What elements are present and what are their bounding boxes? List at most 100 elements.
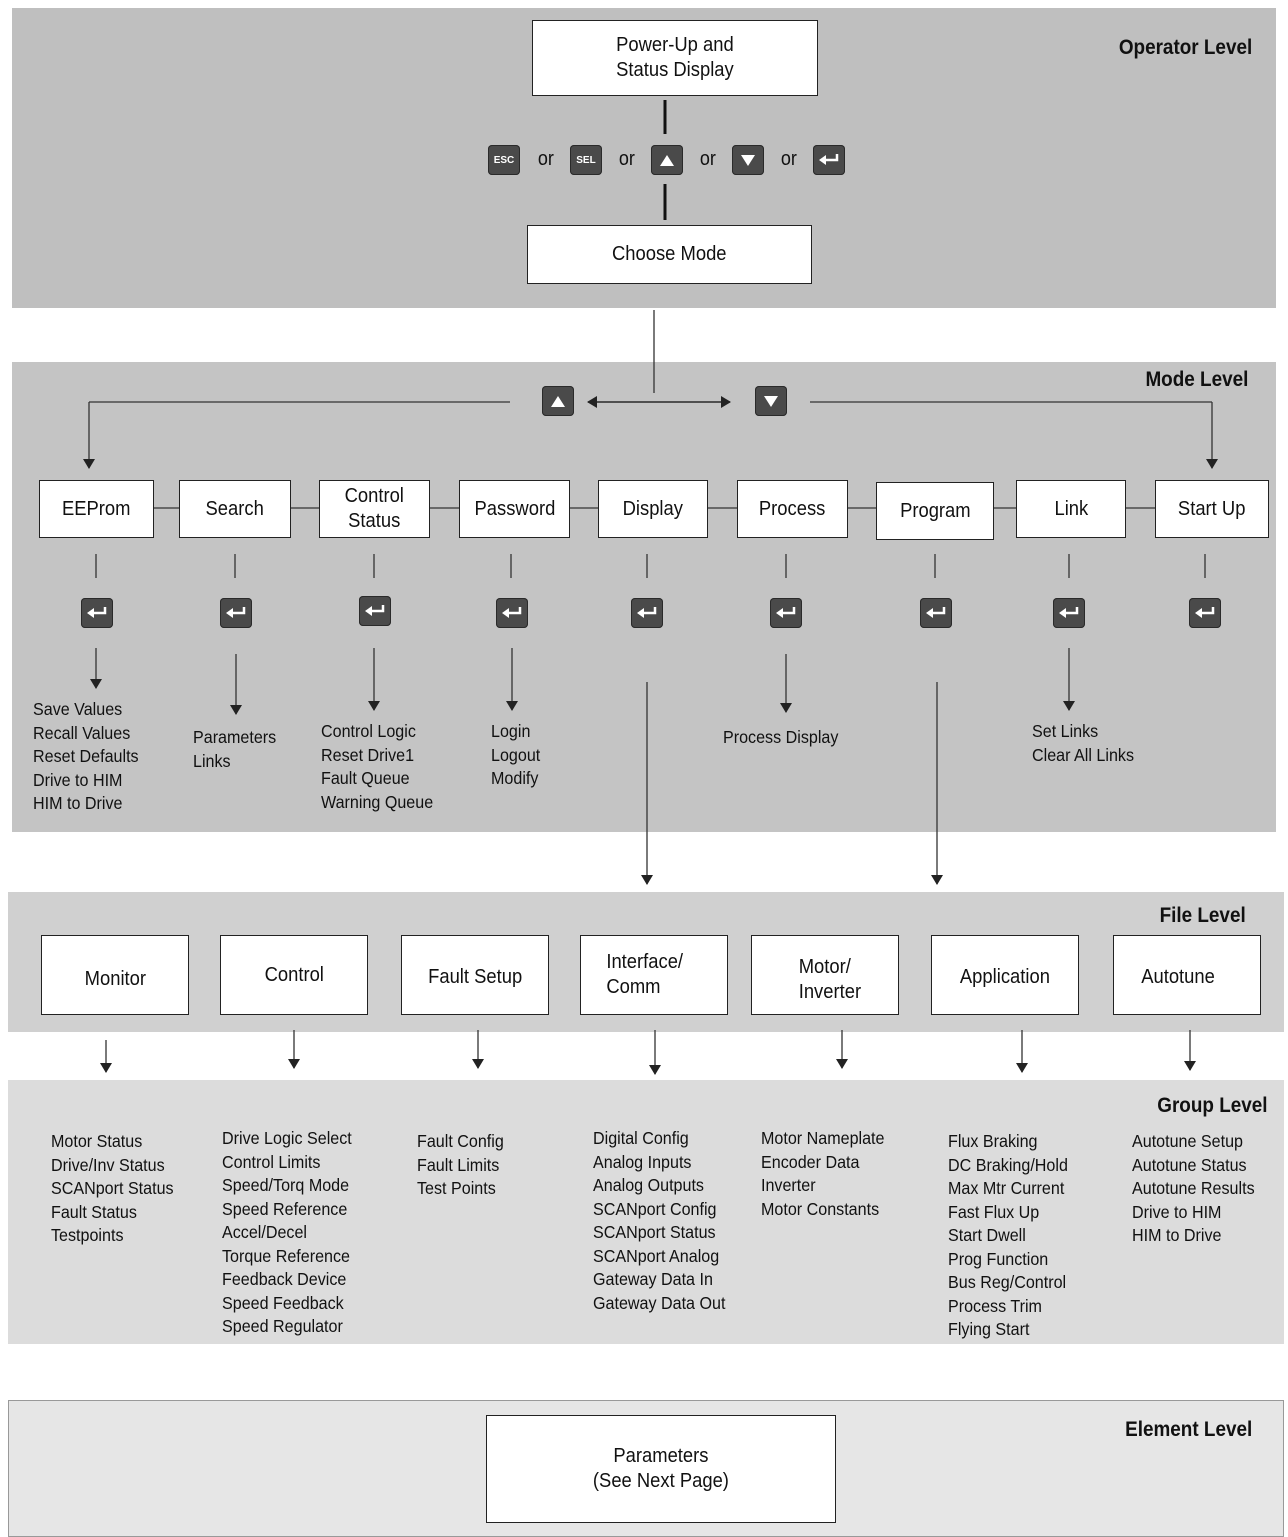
enter-key-start-up[interactable] [1189, 598, 1221, 628]
list-item: Flux Braking [948, 1131, 1038, 1151]
enter-icon [819, 154, 839, 165]
file-box-fault-setup: Fault Setup [401, 935, 549, 1015]
mode-down-arrow-key[interactable] [755, 386, 787, 416]
list-item: Reset Defaults [33, 746, 139, 766]
mode-box-link: Link [1016, 480, 1126, 538]
list-item: Max Mtr Current [948, 1178, 1065, 1198]
list-item: Parameters [193, 727, 277, 747]
file-box-autotune: Autotune [1113, 935, 1261, 1015]
file-label: Interface/ Comm [606, 951, 684, 998]
enter-key[interactable] [813, 145, 845, 175]
parameters-label: Parameters (See Next Page) [592, 1445, 730, 1492]
list-item: Fault Limits [417, 1154, 500, 1175]
enter-key-search[interactable] [220, 598, 252, 628]
down-arrow-icon [741, 154, 755, 166]
up-arrow-icon [551, 395, 565, 407]
list-item: Start Dwell [948, 1225, 1026, 1245]
power-up-status-display-box: Power-Up and Status Display [532, 20, 818, 96]
list-item: Login [491, 721, 531, 741]
mode-label: EEProm [62, 497, 131, 520]
or-label: or [537, 148, 554, 170]
process-items: Process Display [723, 726, 848, 750]
application-groups: Flux Braking DC Braking/Hold Max Mtr Cur… [948, 1130, 1078, 1342]
enter-key-control-status[interactable] [359, 596, 391, 626]
enter-key-display[interactable] [631, 598, 663, 628]
file-label: Autotune [1141, 965, 1215, 988]
mode-up-arrow-key[interactable] [542, 386, 574, 416]
list-item: Testpoints [51, 1225, 124, 1245]
list-item: Drive Logic Select [222, 1128, 352, 1148]
enter-icon [1059, 607, 1079, 618]
enter-icon [226, 607, 246, 618]
esc-key-label: ESC [493, 154, 515, 166]
monitor-groups: Motor Status Drive/Inv Status SCANport S… [51, 1130, 184, 1248]
list-item: SCANport Status [593, 1222, 716, 1242]
list-item: SCANport Analog [593, 1245, 720, 1266]
list-item: Analog Outputs [593, 1175, 704, 1195]
mode-level-band [12, 362, 1276, 832]
sel-key[interactable]: SEL [570, 145, 602, 175]
enter-icon [1195, 607, 1215, 618]
search-items: Parameters Links [193, 726, 283, 773]
esc-key[interactable]: ESC [488, 145, 520, 175]
list-item: Motor Nameplate [761, 1128, 885, 1148]
mode-box-search: Search [179, 480, 291, 538]
mode-label: Display [622, 497, 684, 520]
up-arrow-icon [660, 154, 674, 166]
enter-icon [87, 607, 107, 618]
group-level-band [8, 1080, 1284, 1344]
enter-icon [776, 607, 796, 618]
list-item: Process Display [723, 727, 839, 747]
list-item: Reset Drive1 [321, 744, 415, 765]
enter-key-password[interactable] [496, 598, 528, 628]
list-item: Process Trim [948, 1295, 1042, 1316]
autotune-groups: Autotune Setup Autotune Status Autotune … [1132, 1130, 1265, 1248]
password-items: Login Logout Modify [491, 720, 545, 791]
enter-key-link[interactable] [1053, 598, 1085, 628]
interface-comm-groups: Digital Config Analog Inputs Analog Outp… [593, 1127, 737, 1315]
enter-key-program[interactable] [920, 598, 952, 628]
list-item: Speed Regulator [222, 1316, 343, 1336]
eeprom-items: Save Values Recall Values Reset Defaults… [33, 698, 148, 816]
mode-level-title: Mode Level [1145, 368, 1248, 391]
down-arrow-key[interactable] [732, 145, 764, 175]
file-box-control: Control [220, 935, 368, 1015]
list-item: Motor Status [51, 1131, 143, 1151]
enter-key-process[interactable] [770, 598, 802, 628]
up-arrow-key[interactable] [651, 145, 683, 175]
list-item: HIM to Drive [33, 793, 123, 813]
element-level-title: Element Level [1124, 1418, 1252, 1441]
mode-box-start-up: Start Up [1155, 480, 1269, 538]
list-item: Gateway Data Out [593, 1292, 726, 1313]
list-item: Prog Function [948, 1248, 1049, 1269]
choose-mode-label: Choose Mode [612, 243, 727, 265]
file-box-application: Application [931, 935, 1079, 1015]
list-item: Inverter [761, 1175, 816, 1195]
list-item: Autotune Setup [1132, 1131, 1244, 1151]
enter-icon [365, 605, 385, 616]
mode-label: Process [759, 497, 826, 520]
mode-box-control-status: Control Status [319, 480, 430, 538]
mode-label: Start Up [1178, 497, 1246, 520]
list-item: Encoder Data [761, 1151, 860, 1172]
list-item: Control Limits [222, 1151, 321, 1172]
list-item: Drive to HIM [33, 769, 123, 790]
list-item: Speed/Torq Mode [222, 1175, 350, 1195]
or-label: or [780, 148, 797, 170]
mode-box-password: Password [459, 480, 570, 538]
file-box-interface-comm: Interface/ Comm [580, 935, 728, 1015]
file-label: Motor/ Inverter [798, 956, 862, 1003]
operator-level-title: Operator Level [1118, 36, 1252, 59]
list-item: Clear All Links [1032, 744, 1135, 765]
file-label: Application [959, 965, 1051, 988]
enter-icon [926, 607, 946, 618]
or-label: or [618, 148, 635, 170]
list-item: Speed Feedback [222, 1292, 344, 1313]
file-box-monitor: Monitor [41, 935, 189, 1015]
list-item: Fault Config [417, 1131, 504, 1151]
list-item: Digital Config [593, 1128, 689, 1148]
parameters-box: Parameters (See Next Page) [486, 1415, 836, 1523]
enter-key-eeprom[interactable] [81, 598, 113, 628]
mode-label: Search [205, 497, 265, 520]
